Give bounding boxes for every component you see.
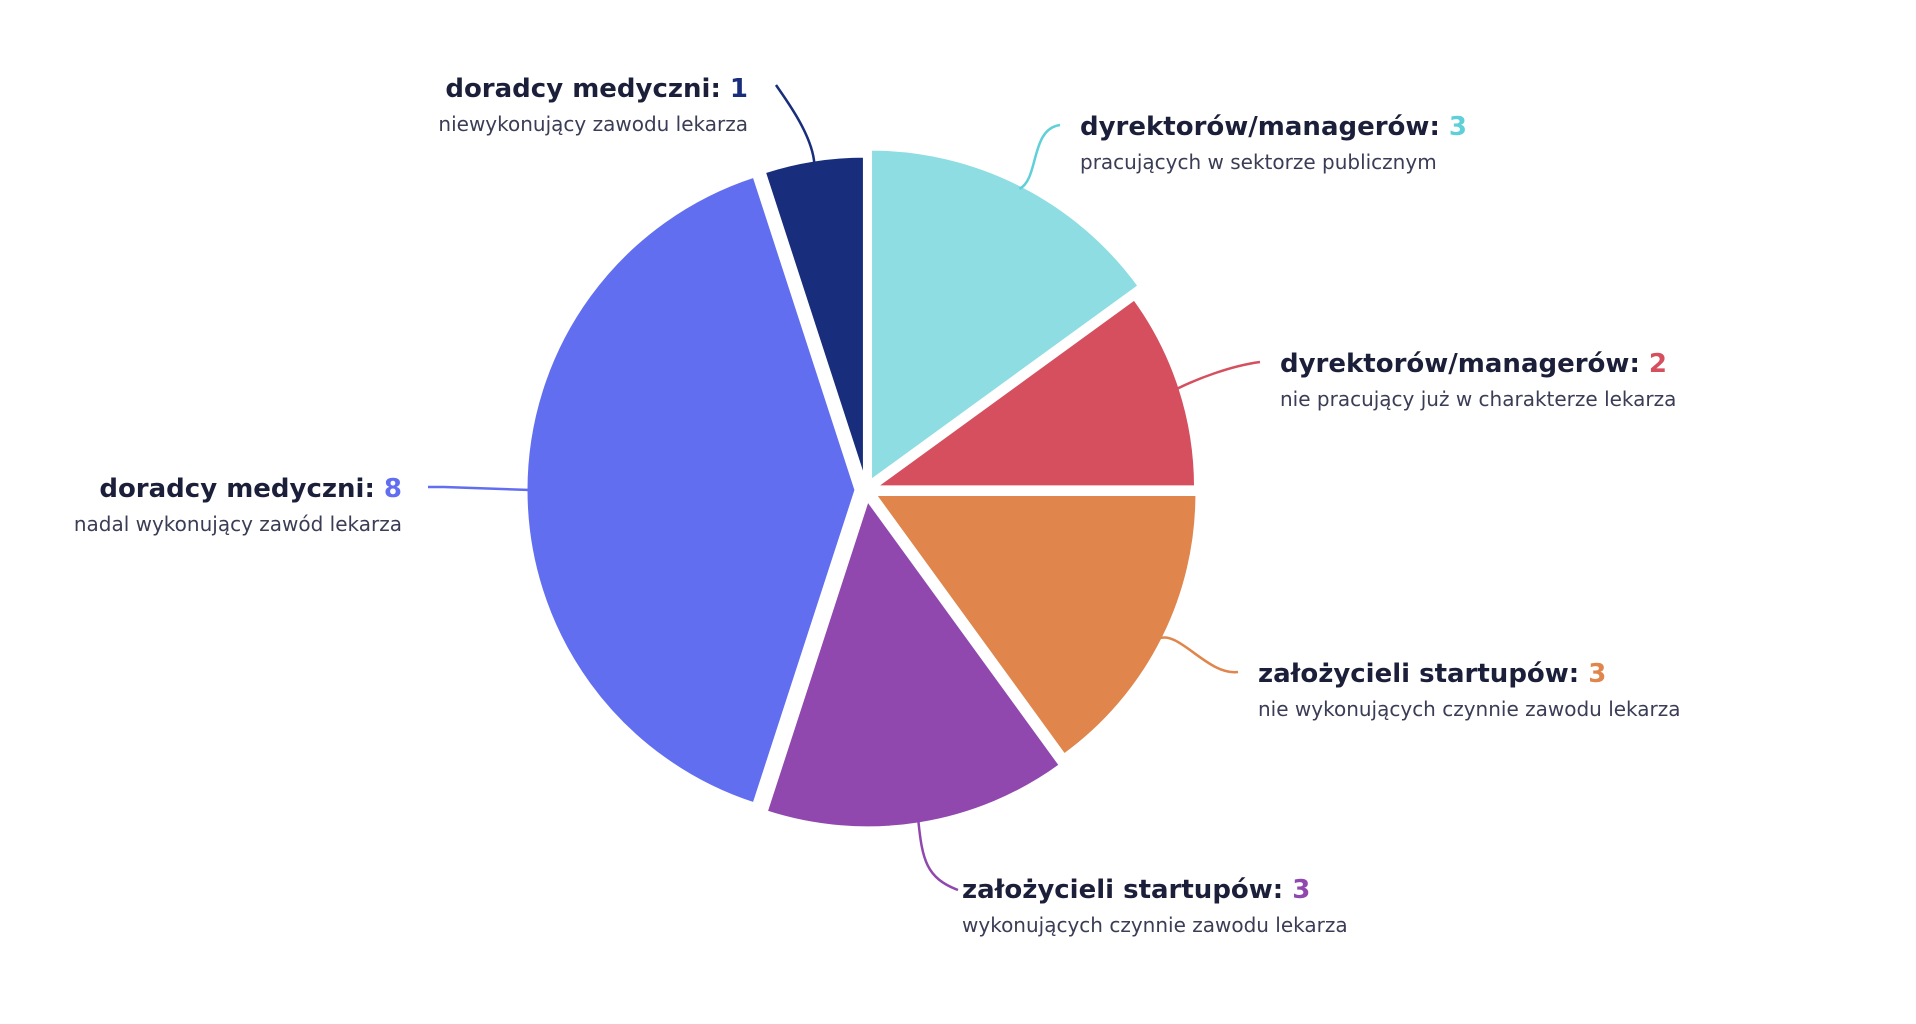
slice-sublabel-1: nie pracujący już w charakterze lekarza bbox=[1280, 387, 1676, 411]
slice-sublabel-2: nie wykonujących czynnie zawodu lekarza bbox=[1258, 697, 1681, 721]
slice-label-5: doradcy medyczni: 1 bbox=[445, 74, 748, 104]
slice-title-1: dyrektorów/managerów: bbox=[1280, 349, 1649, 379]
slice-sublabel-5: niewykonujący zawodu lekarza bbox=[438, 112, 748, 136]
slice-value-4: 8 bbox=[384, 474, 402, 504]
pie-slice-2 bbox=[873, 493, 1199, 757]
slice-title-0: dyrektorów/managerów: bbox=[1080, 112, 1449, 142]
leader-line-4 bbox=[428, 485, 531, 492]
slice-label-4: doradcy medyczni: 8 bbox=[99, 474, 402, 504]
slice-sublabel-4: nadal wykonujący zawód lekarza bbox=[74, 512, 402, 536]
slice-label-0: dyrektorów/managerów: 3 bbox=[1080, 112, 1467, 142]
slice-title-5: doradcy medyczni: bbox=[445, 74, 730, 104]
slice-label-2: założycieli startupów: 3 bbox=[1258, 659, 1606, 689]
leader-line-0 bbox=[1018, 123, 1061, 190]
slice-title-2: założycieli startupów: bbox=[1258, 659, 1588, 689]
slice-value-5: 1 bbox=[730, 74, 748, 104]
slice-sublabel-3: wykonujących czynnie zawodu lekarza bbox=[962, 913, 1348, 937]
leader-line-1 bbox=[1175, 360, 1261, 391]
leader-line-2 bbox=[1157, 636, 1239, 674]
slice-value-2: 3 bbox=[1588, 659, 1606, 689]
slice-label-1: dyrektorów/managerów: 2 bbox=[1280, 349, 1667, 379]
slice-title-4: doradcy medyczni: bbox=[99, 474, 384, 504]
leader-line-5 bbox=[774, 84, 816, 165]
slice-value-0: 3 bbox=[1449, 112, 1467, 142]
leader-lines bbox=[428, 84, 1261, 892]
pie-slice-0 bbox=[869, 147, 1141, 483]
slice-labels: dyrektorów/managerów: 3 pracujących w sek… bbox=[74, 74, 1681, 937]
slice-title-3: założycieli startupów: bbox=[962, 875, 1292, 905]
pie-slices bbox=[524, 147, 1199, 830]
slice-value-3: 3 bbox=[1292, 875, 1310, 905]
leader-line-3 bbox=[917, 819, 959, 892]
slice-sublabel-0: pracujących w sektorze publicznym bbox=[1080, 150, 1437, 174]
slice-label-3: założycieli startupów: 3 bbox=[962, 875, 1310, 905]
slice-value-1: 2 bbox=[1649, 349, 1667, 379]
